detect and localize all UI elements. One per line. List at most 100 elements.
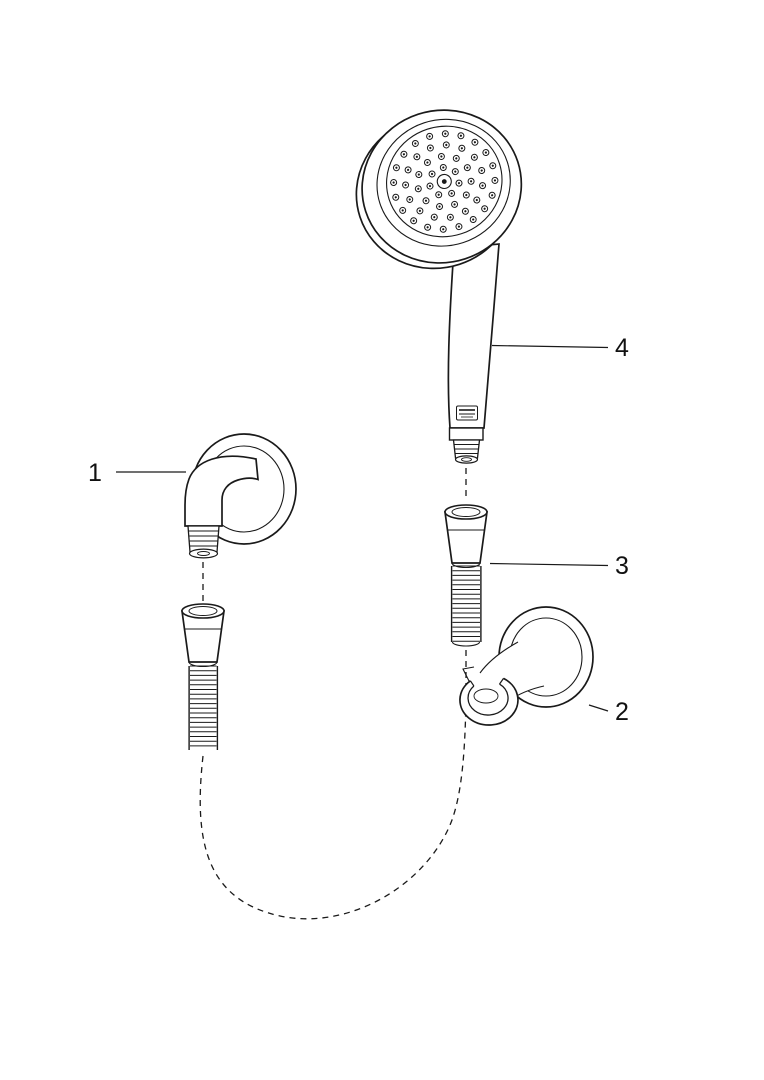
spray-nozzle <box>392 193 400 201</box>
spray-nozzle-dot <box>455 157 458 160</box>
callout-3: 3 <box>489 552 629 580</box>
spray-nozzle-dot <box>404 183 407 187</box>
spray-nozzle-dot <box>475 198 478 202</box>
spray-nozzle-dot <box>491 164 494 167</box>
spray-nozzle <box>482 149 490 157</box>
spray-nozzle-dot <box>426 226 429 229</box>
spray-nozzle <box>446 213 454 221</box>
hose-connector-right <box>444 504 488 647</box>
shower-head-face <box>361 109 523 264</box>
spray-nozzle <box>430 213 438 221</box>
spray-nozzle <box>462 191 470 199</box>
spray-nozzle <box>469 216 477 224</box>
spray-nozzle <box>411 139 419 147</box>
spray-nozzle <box>413 153 421 161</box>
spray-nozzle-dot <box>424 199 428 202</box>
spray-nozzle <box>437 152 445 160</box>
spray-nozzle-dot <box>454 170 457 173</box>
spray-nozzle-dot <box>414 142 417 145</box>
spray-nozzle <box>436 203 444 211</box>
spray-nozzle <box>426 182 434 190</box>
spray-nozzle <box>422 197 430 205</box>
spray-nozzle <box>410 217 418 225</box>
spray-nozzle <box>481 205 489 213</box>
spray-nozzle-dot <box>407 168 410 171</box>
spray-nozzle-dot <box>460 147 463 150</box>
spray-nozzle-dot <box>440 155 443 158</box>
spray-nozzle <box>448 189 456 197</box>
center-jet-ring <box>436 173 452 190</box>
wall-elbow <box>184 433 297 559</box>
spray-nozzle <box>491 176 499 184</box>
spray-nozzle-dot <box>450 192 453 195</box>
spray-nozzle <box>463 164 471 172</box>
spray-nozzle <box>439 164 447 172</box>
spray-nozzle-dot <box>466 166 469 169</box>
callout-4-label: 4 <box>615 334 629 362</box>
spray-nozzle <box>404 166 412 174</box>
spray-nozzle-dot <box>472 218 475 221</box>
spray-nozzle-dot <box>417 187 420 190</box>
hose-corrugation-left <box>188 665 219 750</box>
spray-nozzle-dot <box>444 132 447 135</box>
spray-nozzle <box>457 132 465 140</box>
spray-nozzle-dot <box>433 216 436 219</box>
spray-nozzle-dot <box>449 216 452 219</box>
holder-clip <box>462 666 475 682</box>
spray-nozzle <box>439 225 447 233</box>
spray-nozzle-dot <box>429 146 432 150</box>
spray-nozzle-dot <box>392 181 395 184</box>
spray-nozzle <box>473 196 481 204</box>
spray-nozzle <box>390 179 398 187</box>
bracket-holder-cup <box>459 666 519 726</box>
callout-3-label: 3 <box>615 552 629 580</box>
callout-4: 4 <box>491 334 629 362</box>
spray-nozzle-dot <box>417 173 420 176</box>
spray-nozzle-dot <box>428 135 431 138</box>
spray-nozzle-dot <box>465 193 468 197</box>
spray-nozzle <box>416 207 424 215</box>
elbow-outlet-thread <box>187 525 220 559</box>
spray-nozzle-dot <box>402 153 406 156</box>
spray-nozzle-dot <box>418 209 422 212</box>
handle-outlet-thread <box>448 427 484 464</box>
spray-nozzle <box>479 182 487 190</box>
spray-nozzle <box>461 207 469 215</box>
spray-nozzle <box>458 144 466 152</box>
hose-corrugation-right <box>450 565 482 642</box>
spray-nozzle-dot <box>438 205 441 208</box>
spray-nozzle-dot <box>459 134 463 137</box>
callout-2-label: 2 <box>615 698 629 726</box>
spray-nozzle-dot <box>437 193 440 196</box>
brand-badge <box>456 405 478 421</box>
spray-nozzle-dot <box>442 228 445 231</box>
hose-dashed-path <box>199 691 467 920</box>
spray-nozzle <box>451 168 459 176</box>
spray-nozzle <box>451 200 459 208</box>
spray-nozzle-dot <box>480 169 483 172</box>
callout-1-label: 1 <box>88 459 102 487</box>
spray-pattern <box>390 130 499 233</box>
spray-nozzle-dot <box>415 155 418 158</box>
spray-nozzle <box>488 191 496 199</box>
spray-nozzle <box>435 191 443 199</box>
spray-nozzle-dot <box>395 166 398 169</box>
wall-bracket <box>459 606 594 726</box>
callout-2: 2 <box>588 698 629 726</box>
spray-nozzle <box>441 130 449 138</box>
spray-nozzle-dot <box>481 184 484 187</box>
spray-nozzle-dot <box>457 225 461 228</box>
spray-nozzle-dot <box>442 166 445 169</box>
spray-nozzle <box>402 181 410 189</box>
shower-handle <box>447 243 500 429</box>
spray-nozzle <box>423 158 431 166</box>
spray-nozzle <box>392 164 400 172</box>
spray-nozzle <box>442 141 450 149</box>
spray-nozzle-dot <box>483 207 486 210</box>
spray-nozzle <box>452 154 460 162</box>
spray-nozzle <box>455 223 463 231</box>
spray-nozzle <box>470 153 478 161</box>
spray-nozzle-dot <box>426 161 429 164</box>
spray-nozzle-dot <box>408 198 411 201</box>
